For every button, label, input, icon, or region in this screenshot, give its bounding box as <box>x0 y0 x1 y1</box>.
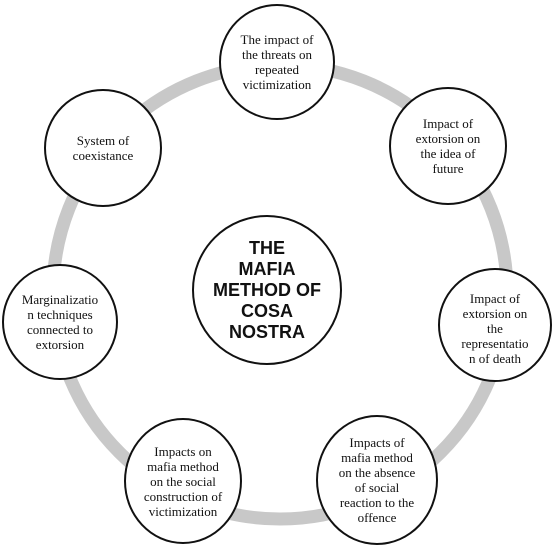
node-label: System of coexistance <box>72 133 134 163</box>
center-node: THE MAFIA METHOD OF COSA NOSTRA <box>192 215 342 365</box>
node-absence-of-social-reaction: Impacts of mafia method on the absence o… <box>316 415 438 545</box>
node-label: Impact of extorsion on the idea of futur… <box>415 116 481 176</box>
node-marginalization-techniques: Marginalizatio n techniques connected to… <box>2 264 118 380</box>
center-label: THE MAFIA METHOD OF COSA NOSTRA <box>213 237 321 342</box>
node-label: Impacts of mafia method on the absence o… <box>338 435 416 525</box>
node-extorsion-idea-of-future: Impact of extorsion on the idea of futur… <box>389 87 507 205</box>
node-extorsion-representation-of-death: Impact of extorsion on the representatio… <box>438 268 552 382</box>
node-threats-repeated-victimization: The impact of the threats on repeated vi… <box>219 4 335 120</box>
node-label: Impact of extorsion on the representatio… <box>461 290 529 366</box>
node-label: Impacts on mafia method on the social co… <box>143 443 223 519</box>
node-system-of-coexistance: System of coexistance <box>44 89 162 207</box>
node-label: Marginalizatio n techniques connected to… <box>21 292 99 352</box>
node-social-construction-victimization: Impacts on mafia method on the social co… <box>124 418 242 544</box>
node-label: The impact of the threats on repeated vi… <box>240 32 314 92</box>
